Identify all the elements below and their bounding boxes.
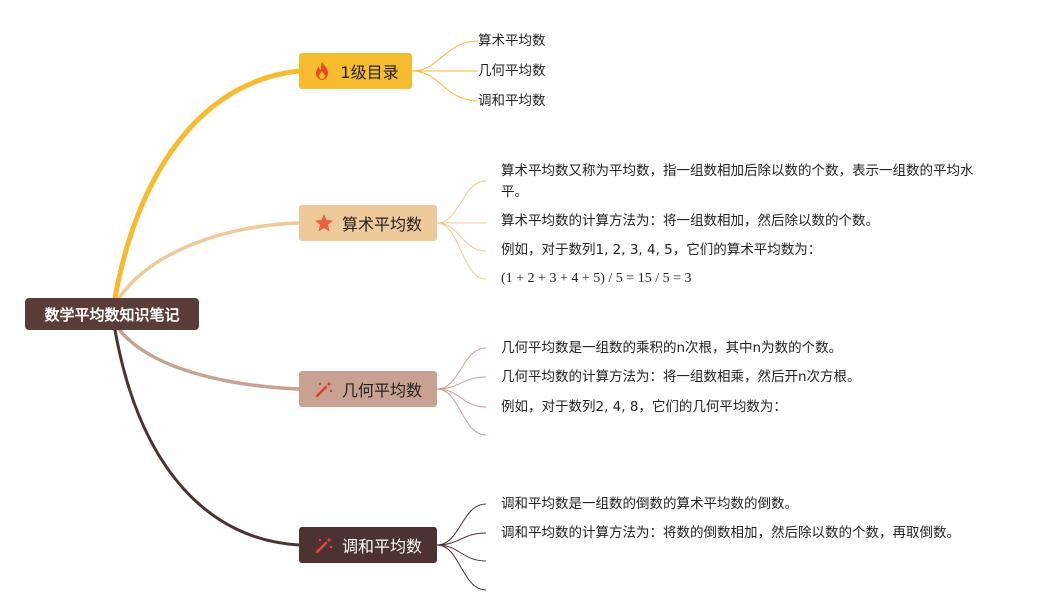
root-topic-label: 数学平均数知识笔记 [44, 305, 180, 324]
leaf-topic[interactable]: 算术平均数 [478, 33, 546, 49]
leaf-topic[interactable]: 平。 [501, 184, 528, 200]
leaf-topic[interactable]: 调和平均数的计算方法为：将数的倒数相加，然后除以数的个数，再取倒数。 [501, 525, 960, 541]
connector-group-b1 [411, 40, 479, 102]
star-icon [314, 213, 334, 233]
branch-topic-label: 几何平均数 [341, 381, 422, 400]
branch-topic-directory[interactable]: 1级目录 [299, 53, 412, 89]
leaf-topic[interactable]: 调和平均数是一组数的倒数的算术平均数的倒数。 [501, 496, 798, 512]
leaf-topic[interactable]: 算术平均数的计算方法为：将一组数相加，然后除以数的个数。 [501, 213, 879, 229]
root-topic[interactable]: 数学平均数知识笔记 [25, 298, 199, 330]
fire-icon [312, 61, 332, 81]
branch-topic-label: 调和平均数 [341, 537, 422, 556]
connector-group-b3 [436, 347, 487, 436]
leaf-topic[interactable]: 例如，对于数列1, 2, 3, 4, 5，它们的算术平均数为： [501, 242, 822, 258]
leaf-topic[interactable]: 几何平均数的计算方法为：将一组数相乘，然后开n次方根。 [501, 369, 861, 385]
branch-topic-label: 1级目录 [340, 63, 399, 82]
leaf-topic[interactable]: 几何平均数 [478, 63, 546, 79]
branch-topic-arithmetic-mean[interactable]: 算术平均数 [299, 205, 437, 241]
branch-topic-label: 算术平均数 [341, 215, 422, 234]
leaf-topic[interactable]: 算术平均数又称为平均数，指一组数相加后除以数的个数，表示一组数的平均水 [501, 163, 974, 179]
magic-wand-icon [314, 535, 334, 555]
connector-root-b2 [116, 221, 301, 302]
leaf-topic[interactable]: (1 + 2 + 3 + 4 + 5) / 5 = 15 / 5 = 3 [501, 271, 692, 286]
leaf-topic[interactable]: 例如，对于数列2, 4, 8，它们的几何平均数为： [501, 399, 787, 415]
connector-root-b1 [112, 68, 302, 301]
branch-topic-harmonic-mean[interactable]: 调和平均数 [299, 527, 437, 563]
connector-root-b3 [116, 326, 301, 391]
branch-topic-geometric-mean[interactable]: 几何平均数 [299, 371, 437, 407]
magic-wand-icon [314, 379, 334, 399]
connector-group-b4 [436, 503, 487, 591]
connector-root-b4 [113, 328, 301, 547]
connector-group-b2 [436, 180, 487, 280]
leaf-topic[interactable]: 几何平均数是一组数的乘积的n次根，其中n为数的个数。 [501, 340, 843, 356]
leaf-topic[interactable]: 调和平均数 [478, 93, 546, 109]
